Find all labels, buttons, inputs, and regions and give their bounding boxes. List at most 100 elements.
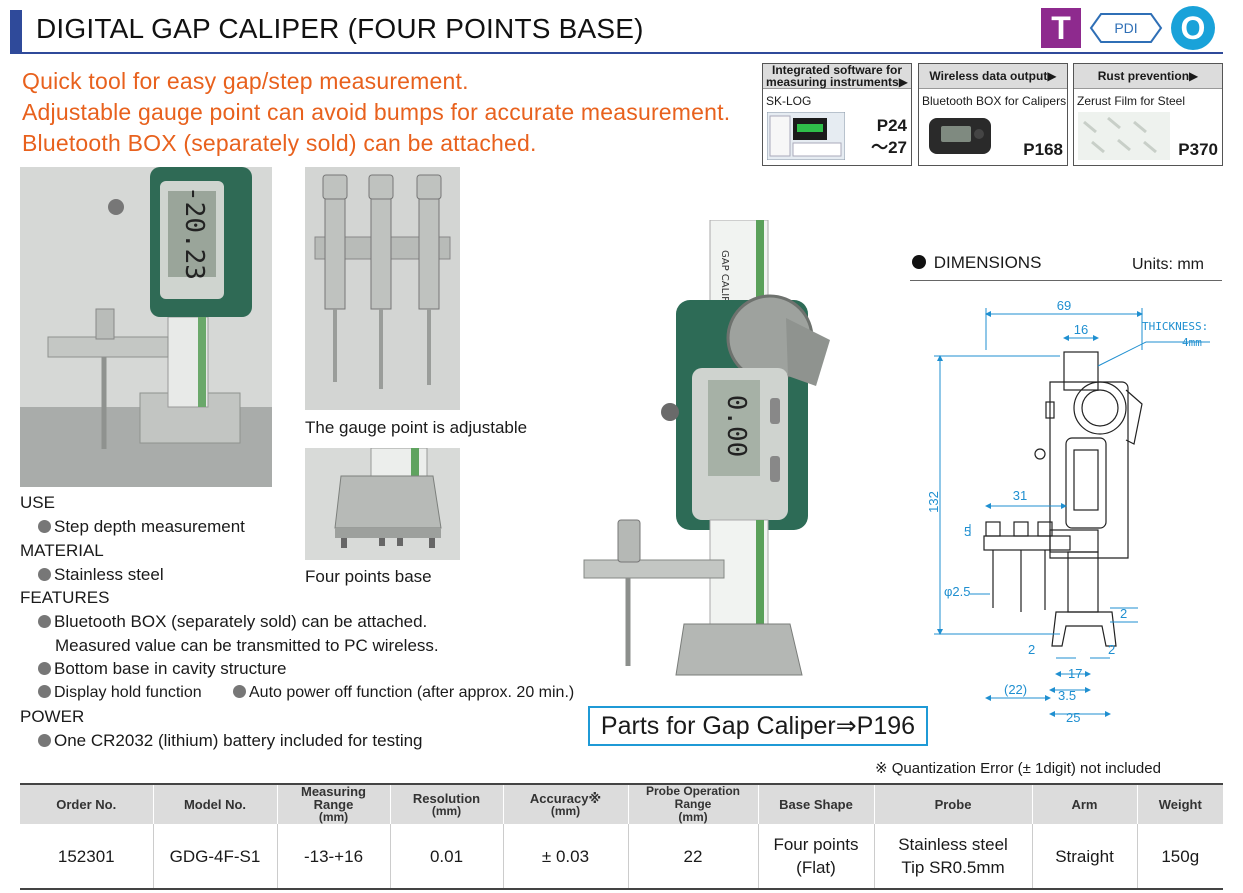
ref-sub: Zerust Film for Steel bbox=[1077, 94, 1186, 108]
spec-feature-1b: Measured value can be transmitted to PC … bbox=[55, 636, 439, 655]
ref-page: P24 bbox=[876, 116, 907, 135]
spec-features-title: FEATURES bbox=[20, 588, 110, 607]
cell-base-shape: Four points(Flat) bbox=[757, 824, 874, 890]
cell-arm: Straight bbox=[1031, 824, 1137, 890]
page-title: DIGITAL GAP CALIPER (FOUR POINTS BASE) bbox=[36, 13, 644, 44]
ref-box-bluetooth[interactable]: Wireless data output▶ Bluetooth BOX for … bbox=[918, 63, 1068, 166]
badge-o-icon: O bbox=[1171, 6, 1215, 50]
dim-16: 16 bbox=[1074, 322, 1088, 337]
spec-use-title: USE bbox=[20, 493, 55, 512]
spec-feature-2: Bottom base in cavity structure bbox=[38, 657, 286, 680]
display-reading-main: 0.00 bbox=[721, 395, 751, 458]
th-arm: Arm bbox=[1031, 783, 1137, 824]
cell-order-no: 152301 bbox=[20, 824, 153, 890]
product-photo-left: -20.23 bbox=[20, 167, 272, 487]
spec-material-item: Stainless steel bbox=[38, 563, 164, 586]
bluetooth-box-icon bbox=[929, 118, 991, 154]
dim-31: 31 bbox=[1013, 488, 1027, 503]
ref-page: P168 bbox=[1023, 140, 1063, 159]
zerust-film-icon bbox=[1078, 112, 1170, 160]
th-measuring-range: Measuring Range(mm) bbox=[276, 783, 390, 824]
ref-head-line1: Rust prevention▶ bbox=[1097, 69, 1199, 83]
ref-box-header: Rust prevention▶ bbox=[1074, 64, 1222, 89]
caliper-in-use-illustration: -20.23 bbox=[20, 167, 272, 487]
dim-2-bottom: 2 bbox=[1108, 642, 1115, 657]
spec-table: Order No. Model No. Measuring Range(mm) … bbox=[20, 783, 1223, 890]
th-accuracy: Accuracy※(mm) bbox=[502, 783, 628, 824]
dim-17: 17 bbox=[1068, 666, 1082, 681]
dim-132: 132 bbox=[926, 491, 941, 513]
bullet-icon bbox=[38, 662, 51, 675]
caption-gauge-point: The gauge point is adjustable bbox=[305, 418, 528, 437]
display-reading-left: -20.23 bbox=[179, 186, 209, 280]
tagline-1: Quick tool for easy gap/step measurement… bbox=[22, 68, 469, 94]
spec-power-title: POWER bbox=[20, 707, 85, 726]
tagline-3: Bluetooth BOX (separately sold) can be a… bbox=[22, 130, 537, 156]
th-order-no: Order No. bbox=[20, 783, 153, 824]
bullet-icon bbox=[38, 568, 51, 581]
dim-69: 69 bbox=[1057, 298, 1071, 313]
dim-thickness: THICKNESS: bbox=[1142, 320, 1208, 333]
dimension-drawing: 69 16 THICKNESS: 4mm 132 31 5 φ2.5 2 2 2… bbox=[926, 298, 1210, 725]
bullet-icon bbox=[38, 615, 51, 628]
dimensions-units: Units: mm bbox=[1132, 256, 1204, 273]
ref-sub: Bluetooth BOX for Calipers bbox=[922, 94, 1067, 108]
gauge-points-photo bbox=[305, 167, 460, 410]
four-points-base-photo bbox=[305, 447, 460, 560]
th-probe: Probe bbox=[873, 783, 1032, 824]
ref-sub: SK-LOG bbox=[766, 94, 812, 108]
cell-weight: 150g bbox=[1136, 824, 1223, 890]
ref-head-line1: Wireless data output▶ bbox=[929, 69, 1057, 83]
badge-pdi-text: PDI bbox=[1114, 20, 1137, 36]
main-product-image: GAP CALIPER 0.00 bbox=[583, 220, 830, 676]
svg-text:GAP CALIPER: GAP CALIPER bbox=[719, 250, 730, 315]
dim-phi-2-5: φ2.5 bbox=[944, 584, 971, 599]
th-base-shape: Base Shape bbox=[757, 783, 874, 824]
th-model-no: Model No. bbox=[152, 783, 277, 824]
ref-box-header: Integrated software for measuring instru… bbox=[763, 64, 911, 89]
ref-page: P370 bbox=[1178, 140, 1218, 159]
table-row: 152301 GDG-4F-S1 -13-+16 0.01 ± 0.03 22 … bbox=[20, 824, 1223, 890]
bullet-icon bbox=[38, 734, 51, 747]
badge-t-icon: T bbox=[1041, 8, 1081, 48]
cell-resolution: 0.01 bbox=[389, 824, 503, 890]
bullet-icon bbox=[38, 685, 51, 698]
ref-page-range: ～27 bbox=[871, 138, 907, 157]
caption-four-points-base: Four points base bbox=[305, 567, 432, 586]
ref-box-header: Wireless data output▶ bbox=[919, 64, 1067, 89]
dim-5: 5 bbox=[964, 524, 971, 539]
dimensions-heading: DIMENSIONS bbox=[912, 253, 1041, 273]
bullet-icon bbox=[912, 255, 926, 269]
dim-22: (22) bbox=[1004, 682, 1027, 697]
sklog-screenshot-icon bbox=[767, 112, 845, 160]
bullet-icon bbox=[38, 520, 51, 533]
cell-probe-range: 22 bbox=[627, 824, 758, 890]
dim-2-left: 2 bbox=[1028, 642, 1035, 657]
table-header-row: Order No. Model No. Measuring Range(mm) … bbox=[20, 783, 1223, 824]
th-resolution: Resolution(mm) bbox=[389, 783, 503, 824]
ref-box-zerust[interactable]: Rust prevention▶ Zerust Film for Steel P… bbox=[1073, 63, 1223, 166]
spec-feature-1: Bluetooth BOX (separately sold) can be a… bbox=[38, 610, 427, 633]
ref-box-sklog[interactable]: Integrated software for measuring instru… bbox=[762, 63, 912, 166]
dim-2-right: 2 bbox=[1120, 606, 1127, 621]
dim-25: 25 bbox=[1066, 710, 1080, 725]
dimensions-rule bbox=[910, 280, 1222, 281]
cell-model-no: GDG-4F-S1 bbox=[152, 824, 277, 890]
dim-thickness-val: 4mm bbox=[1182, 336, 1202, 349]
tagline-2: Adjustable gauge point can avoid bumps f… bbox=[22, 99, 731, 125]
cell-accuracy: ± 0.03 bbox=[502, 824, 628, 890]
ref-head-line1: Integrated software for bbox=[771, 63, 903, 77]
dim-3-5: 3.5 bbox=[1058, 688, 1076, 703]
th-weight: Weight bbox=[1136, 783, 1223, 824]
spec-feature-3: Display hold function bbox=[38, 681, 202, 704]
spec-use-item: Step depth measurement bbox=[38, 515, 245, 538]
th-probe-operation-range: Probe Operation Range(mm) bbox=[627, 783, 758, 824]
cell-measuring-range: -13-+16 bbox=[276, 824, 390, 890]
spec-material-title: MATERIAL bbox=[20, 541, 104, 560]
parts-link[interactable]: Parts for Gap Caliper⇒P196 bbox=[588, 706, 928, 746]
quantization-note: ※ Quantization Error (± 1digit) not incl… bbox=[875, 760, 1161, 777]
bullet-icon bbox=[233, 685, 246, 698]
four-points-base-illustration bbox=[305, 447, 460, 560]
badge-pdi-icon: PDI bbox=[1089, 13, 1163, 43]
